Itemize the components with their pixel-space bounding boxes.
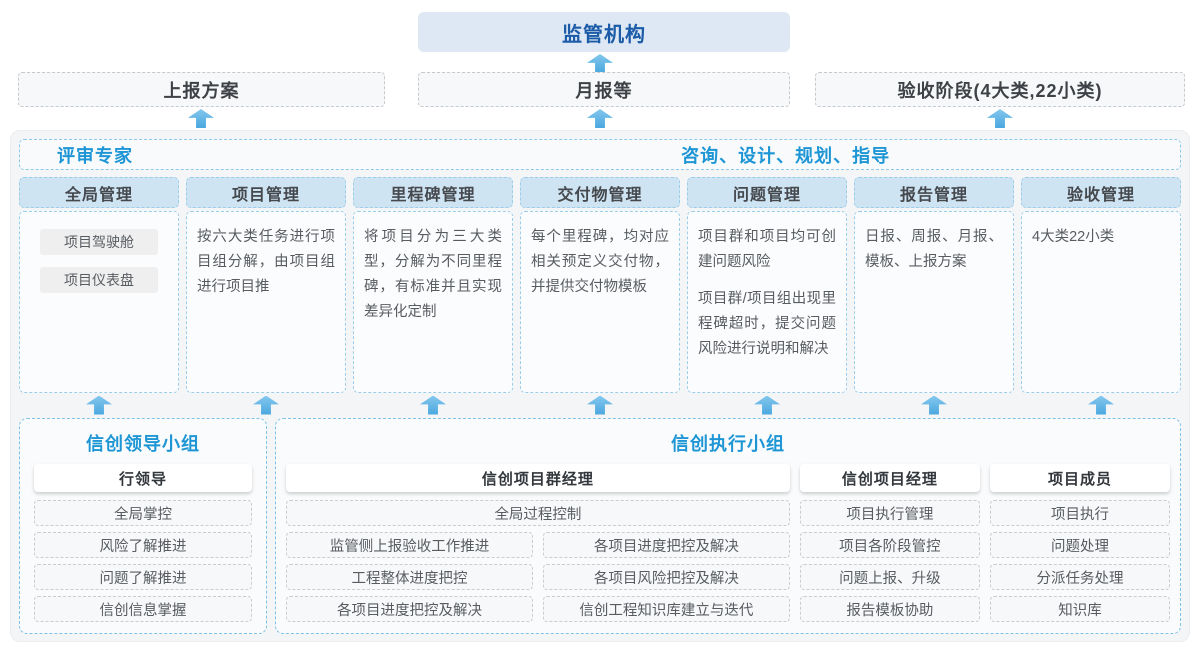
experts-title: 评审专家: [57, 145, 133, 166]
column-text: 项目群/项目组出现里程碑超时，提交问题风险进行说明和解决: [698, 290, 836, 357]
execution-group-title: 信创执行小组: [671, 434, 785, 454]
consulting-title: 咨询、设计、规划、指导: [681, 145, 891, 166]
column-text: 每个里程碑，均对应相关预定义交付物，并提供交付物模板: [531, 229, 669, 295]
list-item: 项目各阶段管控: [799, 532, 980, 558]
list-item: 工程整体进度把控: [286, 564, 533, 590]
column-text: 按六大类任务进行项目组分解，由项目组进行项目推: [197, 229, 335, 295]
list-item: 项目执行管理: [799, 500, 980, 526]
project-member-pill: 项目成员: [989, 464, 1170, 492]
list-item: 全局掌控: [34, 500, 252, 526]
org-groups: 信创领导小组 行领导 全局掌控 风险了解推进 问题了解推进 信创信息掌握 信创执…: [19, 418, 1181, 634]
list-item: 信创信息掌握: [34, 596, 252, 622]
report-plan-label: 上报方案: [163, 80, 240, 101]
capability-columns: 全局管理 项目驾驶舱 项目仪表盘 项目管理 按六大类任务进行项目组分解，由项目组…: [19, 177, 1181, 393]
program-manager-pill: 信创项目群经理: [286, 464, 790, 492]
cockpit-pill: 项目驾驶舱: [40, 229, 158, 255]
column-body: 日报、周报、月报、模板、上报方案: [854, 211, 1014, 393]
leadership-group-box: 信创领导小组 行领导 全局掌控 风险了解推进 问题了解推进 信创信息掌握: [19, 418, 267, 634]
column-header: 问题管理: [687, 177, 847, 208]
program-manager-items: 监管侧上报验收工作推进 各项目进度把控及解决 工程整体进度把控 各项目风险把控及…: [286, 532, 790, 622]
list-item: 监管侧上报验收工作推进: [286, 532, 533, 558]
experts-band: 评审专家 咨询、设计、规划、指导: [19, 139, 1181, 170]
up-arrow-icon: [921, 395, 947, 415]
report-plan-box: 上报方案: [18, 72, 385, 107]
up-arrow-icon: [1088, 395, 1114, 415]
column-issue-mgmt: 问题管理 项目群和项目均可创建问题风险 项目群/项目组出现里程碑超时，提交问题风…: [687, 177, 847, 393]
project-member-area: 项目成员 项目执行 问题处理 分派任务处理 知识库: [989, 464, 1170, 623]
up-arrow-icon: [754, 395, 780, 415]
report-monthly-box: 月报等: [418, 72, 790, 107]
list-item: 报告模板协助: [799, 596, 980, 622]
report-monthly-label: 月报等: [575, 80, 633, 101]
column-text: 日报、周报、月报、模板、上报方案: [865, 229, 1003, 270]
up-arrow-icon: [587, 109, 613, 128]
list-item: 信创工程知识库建立与迭代: [542, 596, 790, 622]
project-manager-area: 信创项目经理 项目执行管理 项目各阶段管控 问题上报、升级 报告模板协助: [799, 464, 980, 623]
column-text: 项目群和项目均可创建问题风险: [698, 229, 836, 270]
up-arrow-icon: [420, 395, 446, 415]
project-manager-items: 项目执行管理 项目各阶段管控 问题上报、升级 报告模板协助: [799, 500, 980, 622]
list-item: 各项目进度把控及解决: [286, 596, 533, 622]
column-report-mgmt: 报告管理 日报、周报、月报、模板、上报方案: [854, 177, 1014, 393]
up-arrow-icon: [253, 395, 279, 415]
column-project-mgmt: 项目管理 按六大类任务进行项目组分解，由项目组进行项目推: [186, 177, 346, 393]
execution-group-content: 信创项目群经理 全局过程控制 监管侧上报验收工作推进 各项目进度把控及解决 工程…: [286, 464, 1170, 623]
column-acceptance-mgmt: 验收管理 4大类22小类: [1021, 177, 1181, 393]
list-item: 各项目进度把控及解决: [542, 532, 790, 558]
bank-leader-pill: 行领导: [34, 464, 252, 492]
column-body: 每个里程碑，均对应相关预定义交付物，并提供交付物模板: [520, 211, 680, 393]
column-header: 全局管理: [19, 177, 179, 208]
platform-container: 评审专家 咨询、设计、规划、指导 全局管理 项目驾驶舱 项目仪表盘 项目管理 按…: [10, 130, 1190, 642]
list-item: 问题了解推进: [34, 564, 252, 590]
column-body: 4大类22小类: [1021, 211, 1181, 393]
up-arrow-icon: [86, 395, 112, 415]
up-arrow-icon: [188, 109, 214, 128]
leadership-group-title: 信创领导小组: [86, 434, 200, 454]
program-manager-area: 信创项目群经理 全局过程控制 监管侧上报验收工作推进 各项目进度把控及解决 工程…: [286, 464, 790, 623]
execution-group-box: 信创执行小组 信创项目群经理 全局过程控制 监管侧上报验收工作推进 各项目进度把…: [275, 418, 1181, 634]
up-arrow-icon: [587, 395, 613, 415]
regulator-box: 监管机构: [418, 12, 790, 52]
column-body: 项目驾驶舱 项目仪表盘: [19, 211, 179, 393]
column-header: 交付物管理: [520, 177, 680, 208]
column-header: 报告管理: [854, 177, 1014, 208]
project-member-items: 项目执行 问题处理 分派任务处理 知识库: [989, 500, 1170, 622]
up-arrow-icon: [987, 109, 1013, 128]
column-milestone-mgmt: 里程碑管理 将项目分为三大类型，分解为不同里程碑，有标准并且实现差异化定制: [353, 177, 513, 393]
column-arrows: [19, 393, 1181, 417]
report-acceptance-box: 验收阶段(4大类,22小类): [815, 72, 1185, 107]
list-item: 项目执行: [989, 500, 1170, 526]
column-body: 项目群和项目均可创建问题风险 项目群/项目组出现里程碑超时，提交问题风险进行说明…: [687, 211, 847, 393]
list-item: 分派任务处理: [989, 564, 1170, 590]
column-body: 按六大类任务进行项目组分解，由项目组进行项目推: [186, 211, 346, 393]
dashboard-pill: 项目仪表盘: [40, 267, 158, 293]
list-item: 知识库: [989, 596, 1170, 622]
list-item: 全局过程控制: [286, 500, 790, 526]
column-text: 将项目分为三大类型，分解为不同里程碑，有标准并且实现差异化定制: [364, 229, 502, 320]
column-body: 将项目分为三大类型，分解为不同里程碑，有标准并且实现差异化定制: [353, 211, 513, 393]
column-global-mgmt: 全局管理 项目驾驶舱 项目仪表盘: [19, 177, 179, 393]
leadership-items: 全局掌控 风险了解推进 问题了解推进 信创信息掌握: [34, 500, 252, 622]
list-item: 各项目风险把控及解决: [542, 564, 790, 590]
up-arrow-icon: [587, 54, 613, 73]
list-item: 风险了解推进: [34, 532, 252, 558]
project-manager-pill: 信创项目经理: [799, 464, 980, 492]
column-text: 4大类22小类: [1032, 229, 1115, 245]
list-item: 问题上报、升级: [799, 564, 980, 590]
regulator-label: 监管机构: [562, 23, 646, 46]
column-deliverable-mgmt: 交付物管理 每个里程碑，均对应相关预定义交付物，并提供交付物模板: [520, 177, 680, 393]
column-header: 项目管理: [186, 177, 346, 208]
column-header: 验收管理: [1021, 177, 1181, 208]
list-item: 问题处理: [989, 532, 1170, 558]
column-header: 里程碑管理: [353, 177, 513, 208]
report-acceptance-label: 验收阶段(4大类,22小类): [897, 80, 1103, 101]
